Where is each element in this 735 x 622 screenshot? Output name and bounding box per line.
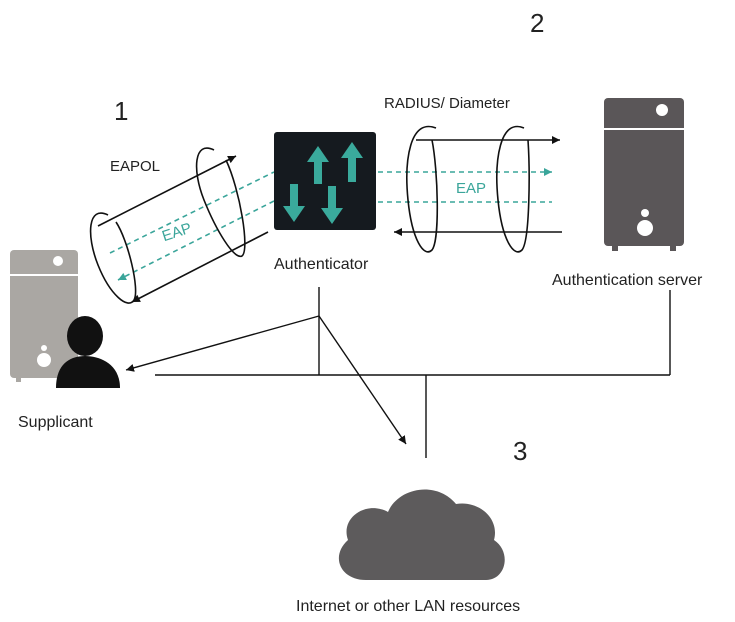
authenticator-switch [274,132,376,230]
eapol-lower-arrow [131,231,269,303]
radius-ring-right [496,125,530,253]
supplicant-label: Supplicant [18,414,93,431]
switch-up-arrow-1 [307,146,329,184]
eapol-tunnel [89,147,275,304]
radius-ring-left [406,125,439,253]
eap-right-label: EAP [456,180,487,197]
step-number-3: 3 [513,436,528,466]
supplicant-computer [10,250,78,382]
switch-down-arrow-2 [321,186,343,224]
switch-down-arrow-1 [283,184,305,222]
eapol-ring-left [89,212,137,304]
step-number-1: 1 [114,96,129,126]
eapol-ring-right [195,147,246,257]
switch-up-arrow-2 [341,142,363,182]
cloud-icon [338,489,505,580]
internet-label: Internet or other LAN resources [296,598,521,615]
step-number-2: 2 [530,8,545,38]
auth-server-label: Authentication server [552,272,703,289]
authentication-server [604,98,684,251]
arrow-to-internet [318,315,407,445]
radius-label: RADIUS/ Diameter [384,95,510,112]
eapol-upper-arrow [97,155,237,227]
eapol-label: EAPOL [110,158,161,175]
arrow-to-supplicant [125,315,320,372]
radius-tunnel [378,125,562,253]
eap-dashed-left-upper [109,171,275,254]
eap-dashed-left-lower [117,200,275,281]
authenticator-label: Authenticator [274,256,369,273]
network-bus [155,287,671,458]
supplicant-user-icon [56,316,120,388]
